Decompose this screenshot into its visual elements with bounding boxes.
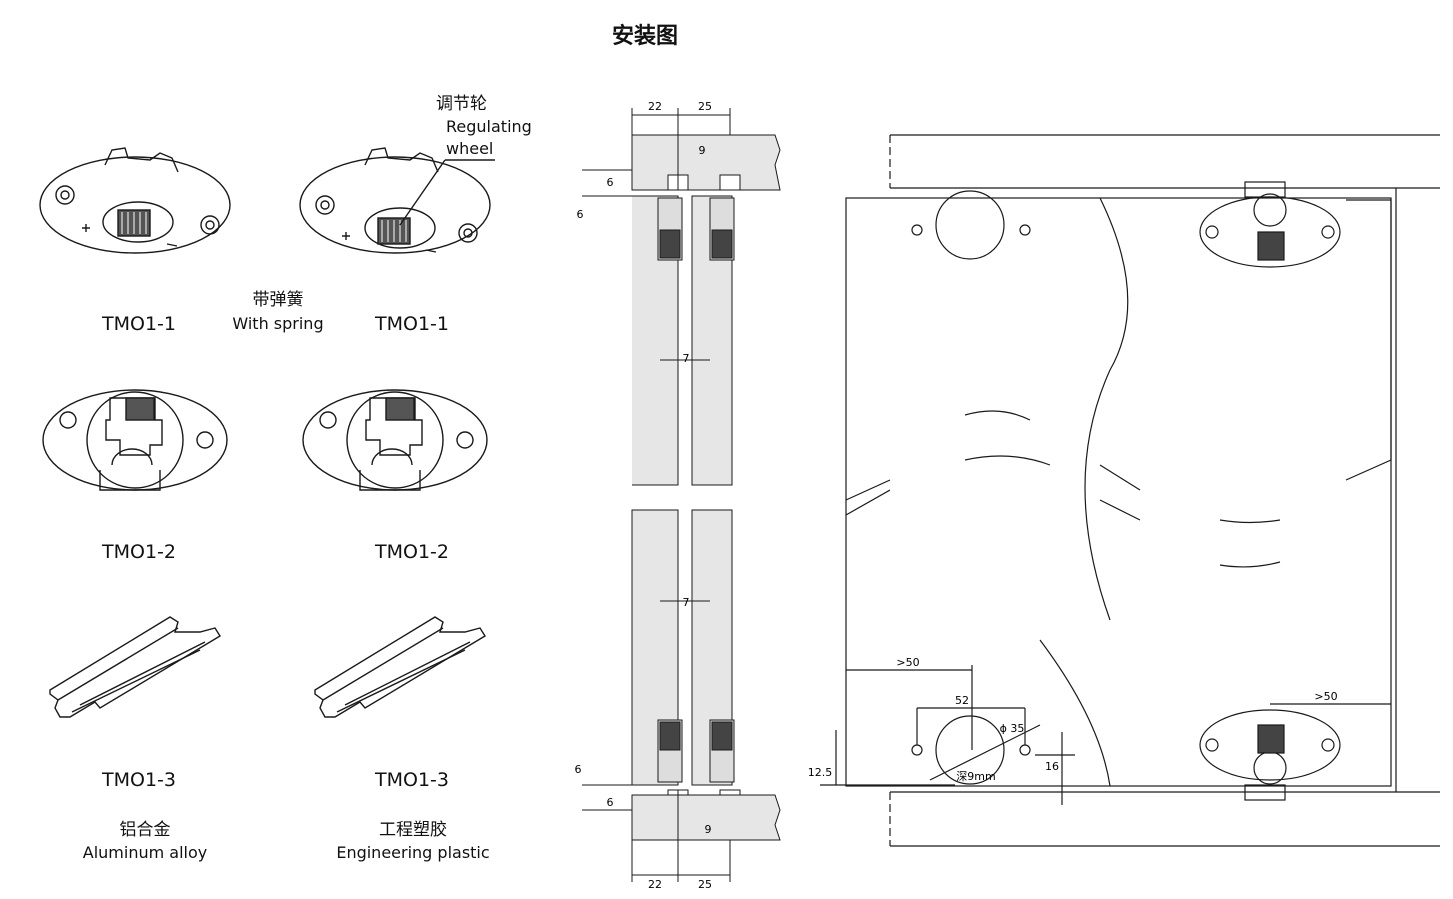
part-code: TMO1-2 [375, 541, 449, 563]
cross-section-drawing: 22 25 9 6 6 7 7 6 6 9 22 25 [575, 100, 781, 890]
dim-top-v2: 6 [577, 208, 584, 221]
material-aluminum-zh: 铝合金 [119, 820, 171, 840]
parts-illustrations [39, 147, 495, 718]
spring-label-en: With spring [232, 314, 324, 333]
part-code: TMO1-1 [375, 313, 449, 335]
dim-top-right: 25 [698, 100, 712, 113]
material-plastic-zh: 工程塑胶 [379, 820, 447, 840]
material-aluminum-en: Aluminum alloy [82, 843, 208, 862]
part-code: TMO1-3 [375, 769, 449, 791]
dim-mid-gap-1: 7 [683, 352, 690, 365]
dim-bot-left: 22 [648, 878, 662, 890]
tmo1-2-left-drawing [42, 389, 228, 491]
material-plastic-en: Engineering plastic [336, 843, 490, 862]
dim-edge-left: >50 [896, 656, 919, 669]
tmo1-1-left-drawing [39, 147, 231, 254]
dim-hole-spacing: 52 [955, 694, 969, 707]
dim-bottom-offset: 12.5 [808, 766, 833, 779]
regulating-wheel-zh: 调节轮 [436, 94, 487, 114]
dim-bot-v1: 6 [575, 763, 582, 776]
dim-diameter: ϕ 35 [1000, 722, 1025, 735]
tmo1-2-right-drawing [302, 389, 488, 491]
regulating-wheel-en-2: wheel [446, 139, 494, 158]
dim-top-v1: 6 [607, 176, 614, 189]
dim-bot-gap: 9 [705, 823, 712, 836]
part-code: TMO1-3 [102, 769, 176, 791]
part-code: TMO1-1 [102, 313, 176, 335]
tmo1-1-right-drawing [299, 147, 495, 254]
dim-mid-gap-2: 7 [683, 596, 690, 609]
front-elevation-drawing: >50 52 ϕ 35 深9mm 12.5 16 >50 [808, 134, 1440, 847]
dim-top-gap: 9 [699, 144, 706, 157]
dim-bot-v2: 6 [607, 796, 614, 809]
regulating-wheel-en-1: Regulating [446, 117, 532, 136]
spring-label-zh: 带弹簧 [252, 290, 304, 310]
tmo1-3-right-drawing [314, 616, 486, 718]
dim-bot-right: 25 [698, 878, 712, 890]
page-title: 安装图 [611, 24, 678, 49]
dim-depth: 深9mm [956, 770, 995, 783]
dim-hole-offset: 16 [1045, 760, 1059, 773]
part-code: TMO1-2 [102, 541, 176, 563]
dim-top-left: 22 [648, 100, 662, 113]
tmo1-3-left-drawing [49, 616, 221, 718]
dim-edge-right: >50 [1314, 690, 1337, 703]
